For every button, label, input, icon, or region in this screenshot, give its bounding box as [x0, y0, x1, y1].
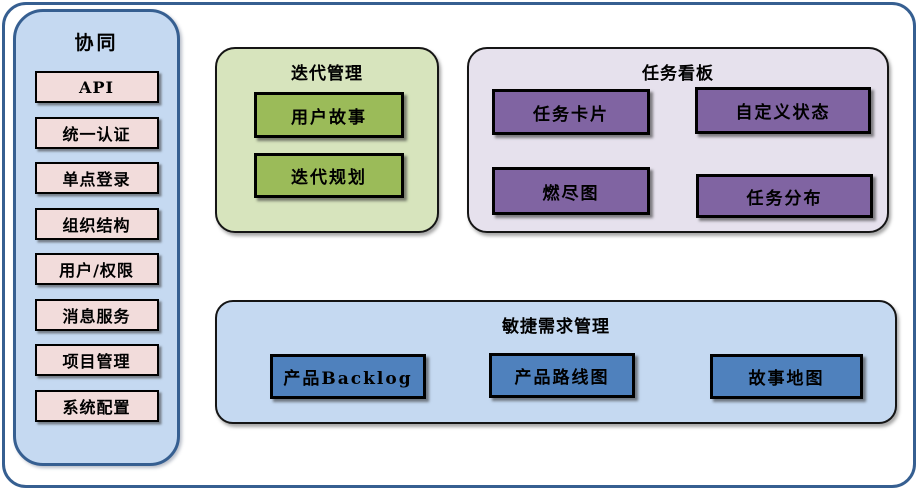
sidebar-item-org-structure: 组织结构	[34, 207, 159, 240]
sidebar-item-project-management: 项目管理	[34, 344, 159, 376]
panel-task-board-title: 任务看板	[642, 64, 714, 84]
sidebar-title: 协同	[74, 32, 119, 54]
sidebar-items: API 统一认证 单点登录 组织结构 用户/权限 消息服务 项目管理 系统配置	[16, 71, 177, 422]
block-story-map: 故事地图	[710, 354, 863, 399]
sidebar-item-unified-auth: 统一认证	[34, 116, 159, 149]
sidebar-item-system-config: 系统配置	[34, 389, 159, 422]
sidebar-panel-collaboration: 协同 API 统一认证 单点登录 组织结构 用户/权限 消息服务 项目管理 系统…	[13, 9, 180, 466]
panel-iteration-management: 迭代管理 用户故事 迭代规划	[215, 47, 439, 233]
sidebar-item-sso: 单点登录	[34, 162, 159, 194]
block-custom-status: 自定义状态	[695, 87, 871, 134]
sidebar-item-user-permissions: 用户/权限	[34, 253, 159, 285]
block-product-backlog: 产品Backlog	[270, 354, 426, 399]
panel-agile-requirements-title: 敏捷需求管理	[502, 317, 610, 337]
block-iteration-planning: 迭代规划	[254, 153, 404, 198]
panel-iteration-title: 迭代管理	[291, 64, 363, 84]
block-burndown-chart: 燃尽图	[492, 167, 650, 215]
sidebar-item-message-service: 消息服务	[34, 298, 159, 331]
sidebar-item-api: API	[34, 71, 159, 103]
block-task-card: 任务卡片	[492, 89, 650, 135]
panel-task-board: 任务看板 任务卡片 自定义状态 燃尽图 任务分布	[467, 47, 889, 233]
block-product-roadmap: 产品路线图	[489, 353, 635, 398]
block-user-story: 用户故事	[254, 92, 404, 138]
panel-agile-requirements: 敏捷需求管理 产品Backlog 产品路线图 故事地图	[215, 300, 897, 424]
block-task-distribution: 任务分布	[696, 174, 873, 218]
